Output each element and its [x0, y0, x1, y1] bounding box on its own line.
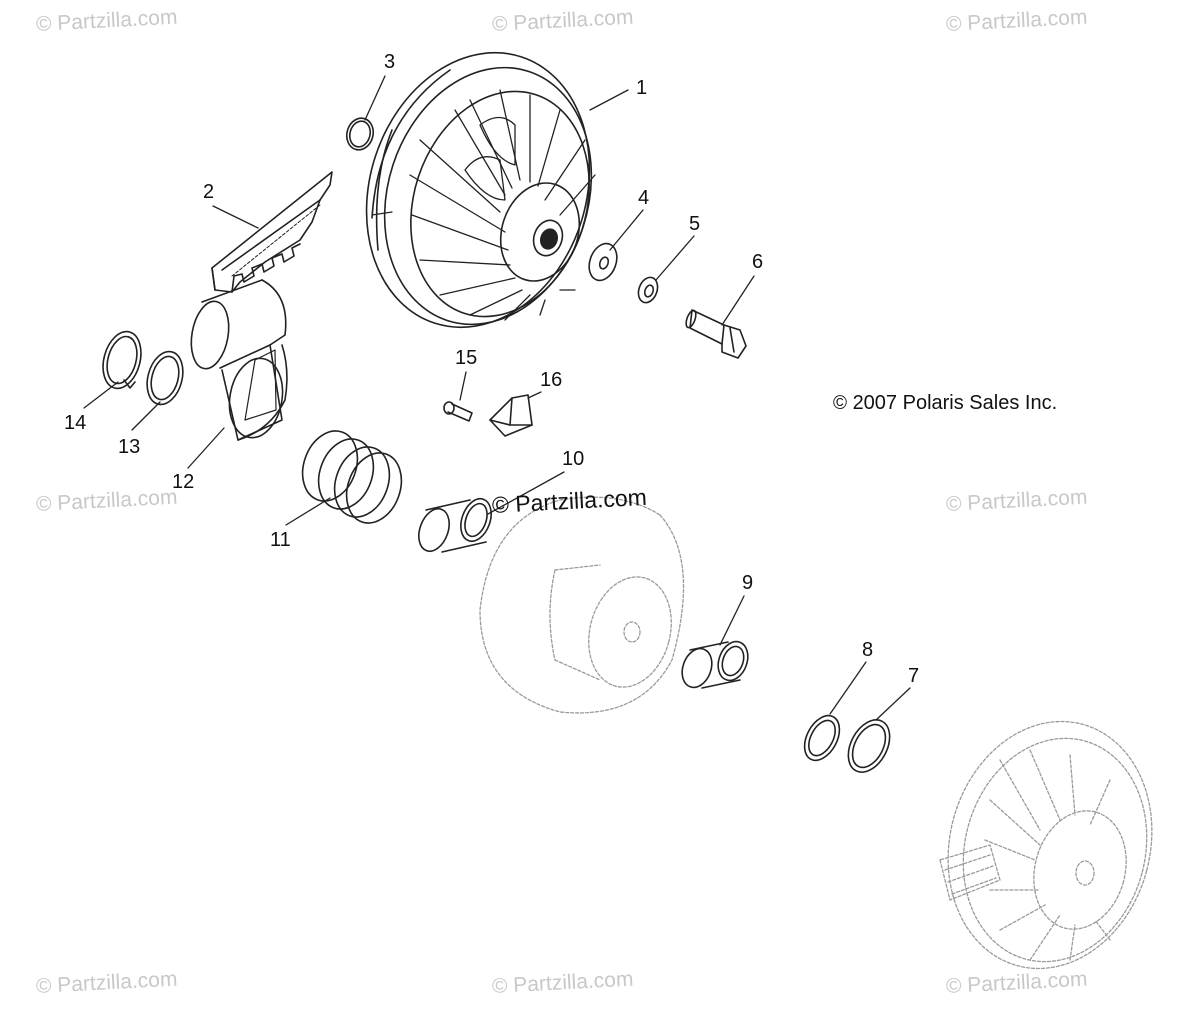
movable-sheave-outline	[479, 496, 685, 714]
watermark-text: Partzilla.com	[512, 967, 634, 997]
pin-icon	[443, 401, 473, 422]
watermark-text: Partzilla.com	[966, 967, 1088, 997]
callout-10: 10	[562, 448, 585, 470]
watermark-bottom-right: © Partzilla.com	[945, 967, 1088, 998]
roller-button-icon	[489, 394, 533, 437]
callout-16: 16	[540, 369, 563, 391]
callout-2: 2	[203, 181, 215, 203]
washer-icon	[637, 276, 659, 304]
watermark-symbol: ©	[945, 974, 963, 998]
bushing-icon	[418, 497, 492, 553]
leader-lines	[83, 75, 911, 721]
watermark-text: Partzilla.com	[514, 483, 648, 517]
bolt-icon	[685, 309, 747, 359]
watermark-text: Partzilla.com	[56, 485, 178, 515]
watermark-bottom-center: © Partzilla.com	[491, 967, 634, 998]
watermark-text: Partzilla.com	[512, 5, 634, 35]
stationary-sheave-outline	[939, 720, 1153, 970]
callout-7: 7	[908, 665, 920, 687]
watermark-symbol: ©	[945, 492, 963, 516]
watermark-bottom-left: © Partzilla.com	[35, 967, 178, 998]
watermark-symbol: ©	[35, 974, 53, 998]
copyright-symbol: ©	[833, 393, 847, 414]
watermark-symbol: ©	[491, 974, 509, 998]
helix-cam-icon	[190, 279, 288, 441]
copyright-text: 2007 Polaris Sales Inc.	[852, 392, 1058, 414]
watermark-text: Partzilla.com	[56, 967, 178, 997]
callout-6: 6	[752, 251, 764, 273]
watermark-top-left: © Partzilla.com	[35, 5, 178, 36]
callout-1: 1	[636, 77, 648, 99]
watermark-text: Partzilla.com	[56, 5, 178, 35]
callout-9: 9	[742, 572, 754, 594]
callout-5: 5	[689, 213, 701, 235]
watermark-symbol: ©	[945, 12, 963, 36]
callout-4: 4	[638, 187, 650, 209]
watermark-top-right: © Partzilla.com	[945, 5, 1088, 36]
shim-ring-icon	[847, 719, 891, 773]
watermark-mid-left: © Partzilla.com	[35, 485, 178, 516]
watermark-center: © Partzilla.com	[491, 483, 648, 518]
snap-ring-icon	[345, 117, 375, 151]
callout-8: 8	[862, 639, 874, 661]
watermark-symbol: ©	[35, 12, 53, 36]
callout-11: 11	[270, 529, 291, 551]
callout-14: 14	[64, 412, 87, 434]
secondary-clutch-sheave-icon	[365, 51, 596, 329]
watermark-symbol: ©	[491, 491, 510, 518]
watermark-symbol: ©	[35, 492, 53, 516]
washer-icon	[588, 242, 618, 282]
watermark-top-center: © Partzilla.com	[491, 5, 634, 36]
bushing-icon	[681, 640, 749, 689]
callout-15: 15	[455, 347, 478, 369]
shim-ring-icon	[803, 714, 841, 762]
watermark-symbol: ©	[491, 12, 509, 36]
callout-12: 12	[172, 471, 195, 493]
watermark-mid-right: © Partzilla.com	[945, 485, 1088, 516]
drive-belt-icon	[211, 171, 333, 293]
callout-3: 3	[384, 51, 396, 73]
watermark-text: Partzilla.com	[966, 5, 1088, 35]
watermark-text: Partzilla.com	[966, 485, 1088, 515]
spring-icon	[301, 430, 403, 524]
copyright-notice: © 2007 Polaris Sales Inc.	[833, 393, 1057, 413]
callout-13: 13	[118, 436, 141, 458]
